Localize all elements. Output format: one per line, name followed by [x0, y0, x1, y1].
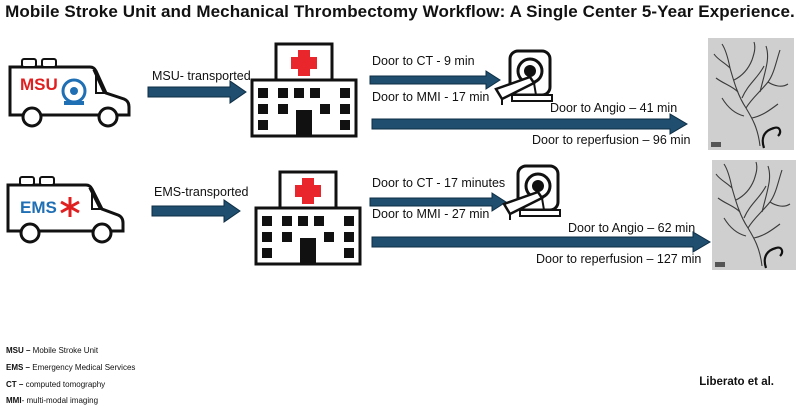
legend-abbr: EMS – — [6, 363, 31, 372]
legend-abbr: CT – — [6, 380, 24, 389]
ems-angio-arrow — [371, 231, 711, 253]
msu-vehicle-label: MSU — [20, 75, 58, 94]
ems-ct-scanner-icon — [502, 164, 561, 220]
legend-text: Mobile Stroke Unit — [30, 346, 99, 355]
ems-door-to-angio-label: Door to Angio – 62 min — [568, 221, 696, 235]
legend-abbr: MMI — [6, 396, 22, 405]
legend-text: Emergency Medical Services — [30, 363, 136, 372]
legend-item-ems: EMS – Emergency Medical Services — [6, 363, 135, 372]
legend-text: computed tomography — [23, 380, 106, 389]
ems-ambulance-icon — [6, 176, 125, 244]
legend-item-mmi: MMI- multi-modal imaging — [6, 396, 98, 405]
msu-transport-arrow — [147, 80, 247, 104]
ems-door-to-reperfusion-label: Door to reperfusion – 127 min — [536, 252, 702, 266]
msu-ct-arrow — [369, 70, 501, 90]
msu-door-to-angio-label: Door to Angio – 41 min — [550, 101, 678, 115]
msu-angiogram-image — [708, 38, 794, 150]
ems-transport-arrow — [151, 199, 241, 223]
msu-transport-label: MSU- transported — [152, 69, 251, 83]
legend-abbr: MSU – — [6, 346, 31, 355]
ems-transport-label: EMS-transported — [154, 185, 249, 199]
msu-door-to-mmi-label: Door to MMI - 17 min — [372, 90, 490, 104]
msu-ct-scanner-icon — [494, 49, 553, 105]
msu-ambulance-icon — [8, 58, 131, 128]
msu-door-to-reperfusion-label: Door to reperfusion – 96 min — [532, 133, 691, 147]
ems-door-to-mmi-label: Door to MMI - 27 min — [372, 207, 490, 221]
legend-item-ct: CT – computed tomography — [6, 380, 105, 389]
ems-hospital-icon — [254, 170, 362, 266]
diagram-title: Mobile Stroke Unit and Mechanical Thromb… — [5, 2, 795, 21]
legend-item-msu: MSU – Mobile Stroke Unit — [6, 346, 98, 355]
msu-door-to-ct-label: Door to CT - 9 min — [372, 54, 475, 68]
ems-angiogram-image — [712, 160, 796, 270]
legend-text: - multi-modal imaging — [21, 396, 99, 405]
msu-angio-arrow — [371, 113, 688, 135]
ems-vehicle-label: EMS — [20, 198, 57, 217]
msu-hospital-icon — [250, 42, 358, 138]
author-credit: Liberato et al. — [699, 376, 774, 388]
ems-ct-arrow — [369, 192, 507, 212]
ems-door-to-ct-label: Door to CT - 17 minutes — [372, 176, 506, 190]
